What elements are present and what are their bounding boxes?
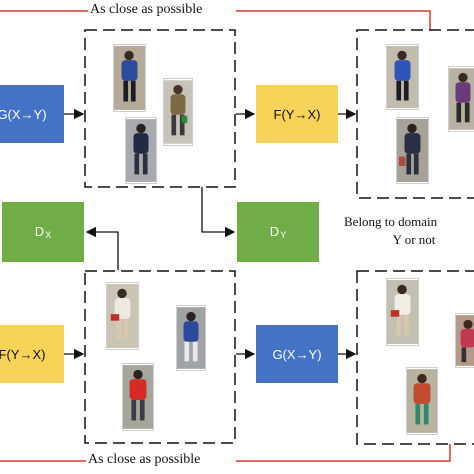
discriminator-dx-label: DX xyxy=(34,224,52,240)
discriminator-dy-label: DY xyxy=(269,224,287,240)
person-photo xyxy=(455,313,474,368)
arrow-to-dy xyxy=(201,187,236,238)
domain-question-line1: Belong to domain xyxy=(344,214,438,229)
bottom-left-dashed-group xyxy=(84,270,236,444)
generator-f-bottom: F(Y→X) xyxy=(0,325,64,383)
generator-g-bottom-label: G(X→Y) xyxy=(272,346,322,362)
discriminator-dx: DX xyxy=(2,202,84,262)
person-photo xyxy=(448,66,474,132)
arrow-to-dx xyxy=(85,226,119,270)
top-right-dashed-group xyxy=(356,29,474,199)
person-photo xyxy=(125,117,157,184)
generator-f-bottom-label: F(Y→X) xyxy=(0,346,46,362)
person-photo xyxy=(122,363,154,431)
person-photo xyxy=(386,44,419,110)
bottom-similarity-label: As close as possible xyxy=(88,452,201,467)
domain-question-line2: Y or not xyxy=(392,232,436,247)
top-left-dashed-group xyxy=(84,29,236,188)
top-similarity-label: As close as possible xyxy=(90,2,203,17)
person-photo xyxy=(396,117,429,184)
person-photo xyxy=(106,282,139,350)
person-photo xyxy=(176,305,206,371)
bottom-right-dashed-group xyxy=(356,270,474,445)
generator-f-top-label: F(Y→X) xyxy=(273,106,321,122)
person-photo xyxy=(113,44,146,112)
person-photo xyxy=(406,367,438,435)
generator-g-bottom: G(X→Y) xyxy=(256,325,338,383)
domain-question-text: Belong to domain Y or not xyxy=(344,213,474,249)
top-feedback-line xyxy=(0,10,431,30)
person-photo xyxy=(163,78,193,146)
discriminator-dy: DY xyxy=(237,202,319,262)
generator-g-top: G(X→Y) xyxy=(0,85,64,143)
person-photo xyxy=(386,278,419,346)
generator-g-top-label: G(X→Y) xyxy=(0,106,47,122)
generator-f-top: F(Y→X) xyxy=(256,85,338,143)
bottom-feedback-line xyxy=(0,444,451,462)
